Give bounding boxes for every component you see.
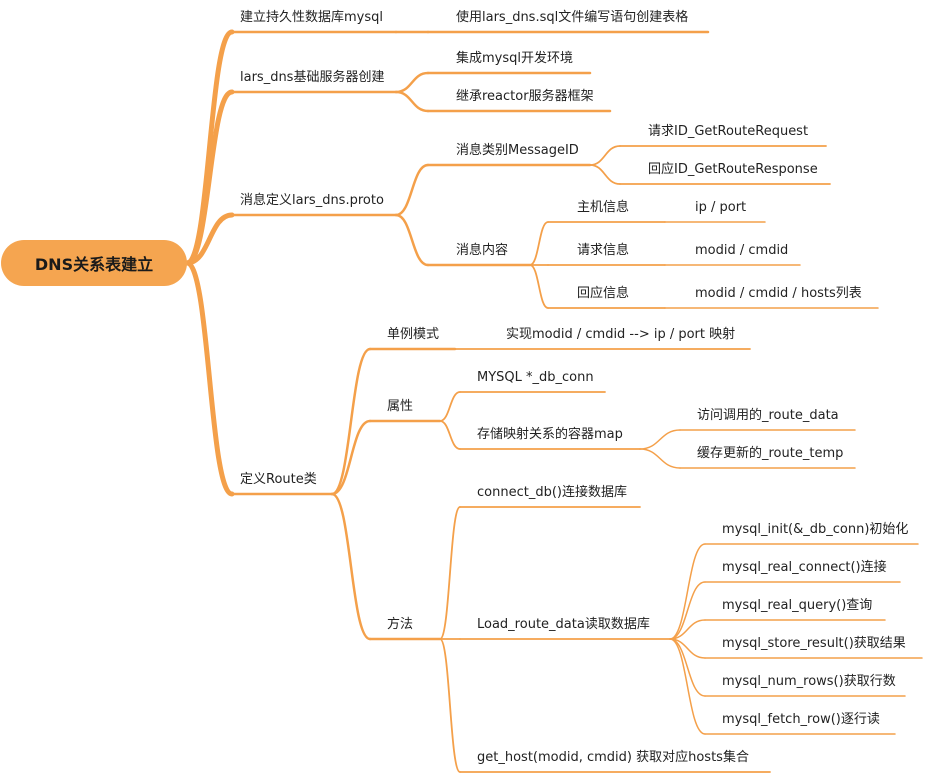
edge-n3_2-to-n3_2_1 (529, 221, 549, 266)
edge-n4_2_2-to-n4_2_2_1 (639, 429, 681, 450)
node-message-id: 消息类别MessageID (456, 143, 579, 158)
node-mysql-real-connect: mysql_real_connect()连接 (722, 560, 887, 575)
node-map-container: 存储映射关系的容器map (477, 427, 623, 442)
node-mysql-real-query: mysql_real_query()查询 (722, 598, 873, 613)
edge-root-to-n2 (184, 89, 235, 266)
node-persistent-db: 建立持久性数据库mysql (240, 10, 383, 25)
node-sql-create-table: 使用lars_dns.sql文件编写语句创建表格 (456, 10, 689, 25)
node-methods: 方法 (387, 617, 414, 632)
node-request-id: 请求ID_GetRouteRequest (648, 124, 809, 139)
node-mysql-store-result: mysql_store_result()获取结果 (722, 636, 906, 651)
node-mysql-num-rows: mysql_num_rows()获取行数 (722, 674, 896, 689)
edge-n4_2-to-n4_2_1 (439, 391, 461, 422)
edge-n4-to-n4_2 (330, 419, 372, 496)
edge-n4_2-to-n4_2_2 (439, 420, 461, 450)
node-connect-db: connect_db()连接数据库 (477, 485, 627, 500)
edge-n3-to-n3_1 (394, 163, 430, 217)
node-get-host: get_host(modid, cmdid) 获取对应hosts集合 (477, 750, 749, 765)
node-attributes: 属性 (387, 399, 414, 414)
edge-root-to-n1 (184, 29, 235, 266)
node-response-id: 回应ID_GetRouteResponse (648, 162, 818, 177)
edge-n3_1-to-n3_1_1 (589, 145, 621, 166)
node-response-info: 回应信息 (577, 286, 630, 301)
edge-n2-to-n2_1 (394, 71, 430, 94)
node-request-info-value: modid / cmdid (695, 243, 789, 258)
edge-n4_2_2-to-n4_2_2_2 (639, 448, 681, 469)
root-node: DNS关系表建立 (1, 240, 187, 286)
edge-root-to-n3 (184, 212, 235, 266)
edge-n2-to-n2_2 (394, 90, 430, 113)
node-message-content: 消息内容 (456, 243, 509, 258)
edge-n4_3_2-to-n4_3_2_6 (669, 638, 706, 735)
node-response-info-value: modid / cmdid / hosts列表 (695, 286, 862, 301)
node-request-info: 请求信息 (577, 243, 630, 258)
node-route-class: 定义Route类 (240, 472, 317, 487)
node-dns-server: lars_dns基础服务器创建 (240, 70, 385, 85)
edge-n4_3-to-n4_3_1 (439, 506, 461, 640)
node-host-info: 主机信息 (577, 200, 630, 215)
node-load-route-data: Load_route_data读取数据库 (477, 617, 650, 632)
edge-n3-to-n3_2 (394, 213, 430, 267)
node-proto-definition: 消息定义lars_dns.proto (240, 193, 384, 208)
node-route-temp: 缓存更新的_route_temp (697, 446, 844, 461)
node-route-data: 访问调用的_route_data (697, 408, 839, 423)
node-mysql-fetch-row: mysql_fetch_row()逐行读 (722, 712, 880, 727)
edge-n4-to-n4_1 (330, 347, 372, 496)
node-mysql-env: 集成mysql开发环境 (456, 51, 573, 66)
edge-n4_3_2-to-n4_3_2_1 (669, 543, 706, 640)
edge-n3_1-to-n3_1_2 (589, 164, 621, 185)
edge-n4_3-to-n4_3_3 (439, 638, 461, 773)
edge-n3_2-to-n3_2_3 (529, 264, 549, 309)
node-mapping: 实现modid / cmdid --> ip / port 映射 (506, 327, 736, 342)
node-mysql-init: mysql_init(&_db_conn)初始化 (722, 522, 909, 537)
edge-n4_3_2-to-n4_3_2_5 (669, 638, 706, 697)
node-db-conn: MYSQL *_db_conn (477, 370, 594, 385)
edge-n4-to-n4_3 (330, 492, 372, 641)
node-reactor-framework: 继承reactor服务器框架 (456, 89, 594, 104)
edge-n4_3_2-to-n4_3_2_3 (669, 619, 706, 640)
edge-n4_3_2-to-n4_3_2_2 (669, 581, 706, 640)
node-singleton: 单例模式 (387, 327, 440, 342)
node-host-info-value: ip / port (695, 200, 747, 215)
edge-root-to-n4 (184, 260, 235, 497)
